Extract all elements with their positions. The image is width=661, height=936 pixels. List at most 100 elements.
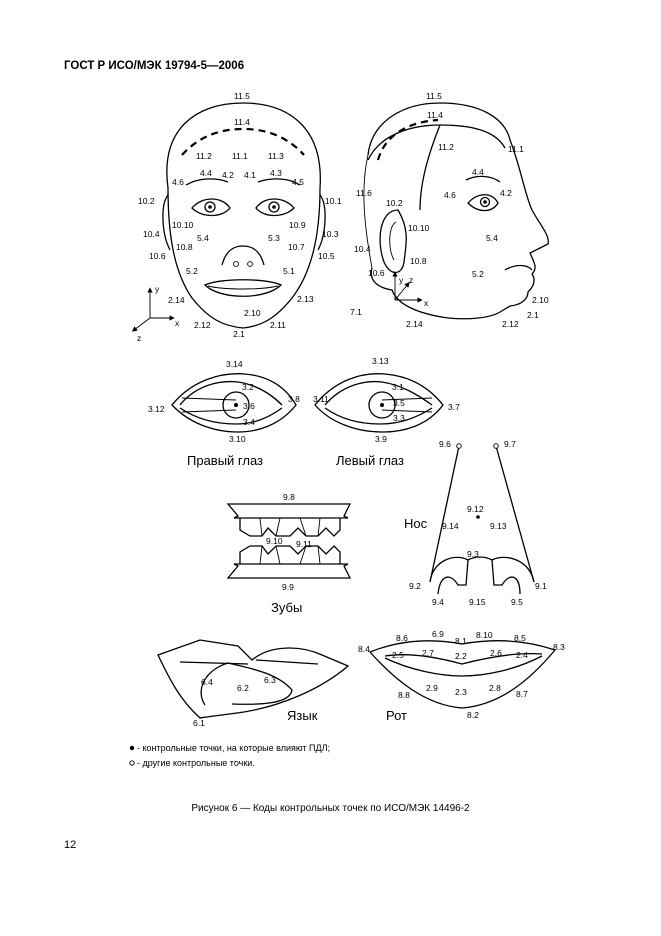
side-label-10-2: 10.2	[386, 198, 403, 208]
front-label-10-3: 10.3	[322, 229, 339, 239]
nose-label-9-7: 9.7	[504, 439, 516, 449]
right-eye-label-3-12: 3.12	[148, 404, 165, 414]
front-label-2-14: 2.14	[168, 295, 185, 305]
mouth-label-2-9: 2.9	[426, 683, 438, 693]
right-eye-label-3-8: 3.8	[288, 394, 300, 404]
teeth-label-9-10: 9.10	[266, 536, 283, 546]
right-eye-label-3-4: 3.4	[243, 417, 255, 427]
side-label-11-2: 11.2	[438, 142, 454, 152]
front-label-5-4: 5.4	[197, 233, 209, 243]
right-eye-label-3-14: 3.14	[226, 359, 243, 369]
document-header: ГОСТ Р ИСО/МЭК 19794-5—2006	[64, 60, 245, 72]
mouth-title: Рот	[386, 708, 407, 723]
front-label-11-2: 11.2	[196, 151, 212, 161]
side-label-11-4: 11.4	[427, 110, 443, 120]
mouth-label-2-7: 2.7	[422, 648, 434, 658]
side-label-11-5: 11.5	[426, 91, 442, 101]
teeth-diagram: 9.8 9.10 9.11 9.9 Зубы	[226, 492, 352, 615]
teeth-label-9-11: 9.11	[296, 539, 312, 549]
front-label-5-3: 5.3	[268, 233, 280, 243]
nose-label-9-1: 9.1	[535, 581, 547, 591]
legend-filled-points: - контрольные точки, на которые влияют П…	[137, 743, 331, 753]
front-label-2-12: 2.12	[194, 320, 211, 330]
front-label-4-4: 4.4	[200, 168, 212, 178]
front-label-4-5: 4.5	[292, 177, 304, 187]
front-label-11-3: 11.3	[268, 151, 284, 161]
front-label-10-1: 10.1	[325, 196, 342, 206]
front-label-2-1: 2.1	[233, 329, 245, 339]
side-axis-y: y	[399, 275, 404, 285]
front-label-11-5: 11.5	[234, 91, 250, 101]
front-label-4-1: 4.1	[244, 170, 256, 180]
nose-label-9-12: 9.12	[467, 504, 484, 514]
side-label-11-6: 11.6	[356, 188, 372, 198]
mouth-label-8-3: 8.3	[553, 642, 565, 652]
right-eye-label-3-6: 3.6	[243, 401, 255, 411]
nose-diagram: 9.6 9.7 9.12 9.14 9.13 9.3 9.2 9.1 9.4 9…	[404, 439, 547, 607]
front-axis-y: y	[155, 284, 160, 294]
left-eye-label-3-3: 3.3	[393, 413, 405, 423]
front-label-10-9: 10.9	[289, 220, 306, 230]
legend-filled-point-icon	[129, 745, 135, 751]
mouth-label-8-5: 8.5	[514, 633, 526, 643]
tongue-label-6-3: 6.3	[264, 675, 276, 685]
front-label-10-4: 10.4	[143, 229, 160, 239]
nose-label-9-2: 9.2	[409, 581, 421, 591]
side-label-10-10: 10.10	[408, 223, 430, 233]
front-label-5-1: 5.1	[283, 266, 295, 276]
front-label-2-11: 2.11	[270, 320, 286, 330]
mouth-label-8-7: 8.7	[516, 689, 528, 699]
page-number: 12	[64, 839, 77, 851]
right-eye-label-3-10: 3.10	[229, 434, 246, 444]
tongue-label-6-1: 6.1	[193, 718, 205, 728]
mouth-label-8-2: 8.2	[467, 710, 479, 720]
side-label-2-12: 2.12	[502, 319, 519, 329]
front-label-10-10: 10.10	[172, 220, 194, 230]
tongue-diagram: 6.4 6.2 6.3 6.1 Язык	[157, 639, 350, 728]
side-label-4-6: 4.6	[444, 190, 456, 200]
front-label-4-6: 4.6	[172, 177, 184, 187]
left-eye-label-3-9: 3.9	[375, 434, 387, 444]
left-eye-diagram: 3.13 3.1 3.11 3.5 3.7 3.3 3.9 Левый глаз	[313, 356, 460, 468]
mouth-label-6-9: 6.9	[432, 629, 444, 639]
side-label-4-2: 4.2	[500, 188, 512, 198]
left-eye-title: Левый глаз	[336, 453, 404, 468]
front-label-10-7: 10.7	[288, 242, 305, 252]
teeth-label-9-9: 9.9	[282, 582, 294, 592]
nose-label-9-14: 9.14	[442, 521, 459, 531]
front-axis-z: z	[137, 333, 141, 343]
front-label-10-2: 10.2	[138, 196, 155, 206]
mouth-label-8-4: 8.4	[358, 644, 370, 654]
front-label-2-10: 2.10	[244, 308, 261, 318]
side-label-2-1: 2.1	[527, 310, 539, 320]
nose-label-9-13: 9.13	[490, 521, 507, 531]
front-label-11-1: 11.1	[232, 151, 248, 161]
left-eye-label-3-7: 3.7	[448, 402, 460, 412]
mouth-label-2-2: 2.2	[455, 651, 467, 661]
front-label-5-2: 5.2	[186, 266, 198, 276]
teeth-label-9-8: 9.8	[283, 492, 295, 502]
side-label-10-8: 10.8	[410, 256, 427, 266]
nose-title: Нос	[404, 516, 428, 531]
side-axis-z: z	[409, 275, 413, 285]
nose-label-9-4: 9.4	[432, 597, 444, 607]
nose-label-9-6: 9.6	[439, 439, 451, 449]
front-face-diagram: 11.5 11.4 11.2 11.1 11.3 4.4 4.2 4.1 4.3…	[131, 91, 342, 343]
mouth-label-2-3: 2.3	[455, 687, 467, 697]
right-eye-label-3-2: 3.2	[242, 382, 254, 392]
side-label-11-1: 11.1	[508, 144, 524, 154]
front-label-2-13: 2.13	[297, 294, 314, 304]
mouth-label-2-5: 2.5	[392, 650, 404, 660]
front-label-4-2: 4.2	[222, 170, 234, 180]
front-label-11-4: 11.4	[234, 117, 250, 127]
teeth-title: Зубы	[271, 600, 302, 615]
side-label-7-1: 7.1	[350, 307, 362, 317]
tongue-title: Язык	[287, 708, 318, 723]
mouth-label-8-6: 8.6	[396, 633, 408, 643]
left-eye-label-3-5: 3.5	[393, 398, 405, 408]
mouth-label-8-1: 8.1	[455, 636, 467, 646]
nose-label-9-15: 9.15	[469, 597, 486, 607]
mouth-label-2-8: 2.8	[489, 683, 501, 693]
front-label-4-3: 4.3	[270, 168, 282, 178]
